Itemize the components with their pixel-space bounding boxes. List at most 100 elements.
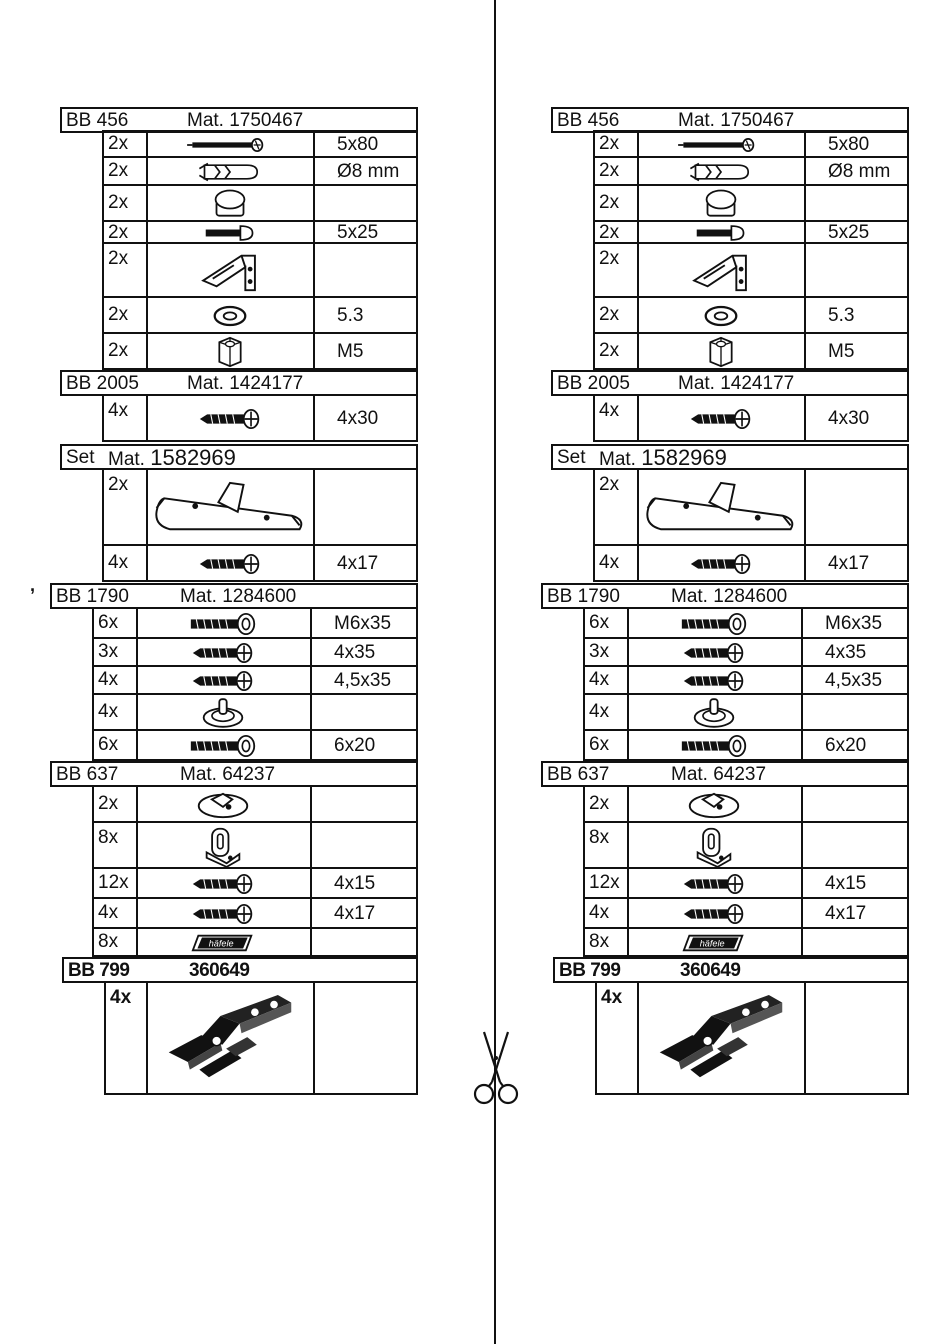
part-size: M5 <box>337 341 364 362</box>
label-cap-text: häfele <box>700 939 725 949</box>
column-divider <box>136 607 138 761</box>
right-section-table <box>595 981 909 1095</box>
row-divider <box>583 637 909 639</box>
column-divider <box>637 981 639 1095</box>
row-divider <box>102 220 418 222</box>
section-code: BB 799 <box>68 960 130 981</box>
part-quantity: 3x <box>589 641 610 662</box>
section-material-number: Mat. 64237 <box>180 764 276 785</box>
section-code: BB 2005 <box>557 373 630 394</box>
right-section-table <box>593 468 909 582</box>
part-size: 4,5x35 <box>334 670 392 691</box>
part-size: 5x25 <box>828 222 870 243</box>
row-divider <box>92 867 418 869</box>
part-quantity: 2x <box>108 192 129 213</box>
part-quantity: 2x <box>599 304 620 325</box>
column-divider <box>313 468 315 582</box>
row-divider <box>593 184 909 186</box>
row-divider <box>92 693 418 695</box>
part-quantity: 2x <box>599 222 620 243</box>
scissors-icon <box>473 1031 519 1105</box>
section-code: BB 1790 <box>56 586 129 607</box>
part-quantity: 4x <box>98 669 119 690</box>
part-quantity: 2x <box>599 340 620 361</box>
row-divider <box>92 729 418 731</box>
part-quantity: 8x <box>98 827 119 848</box>
part-quantity: 8x <box>589 827 610 848</box>
part-quantity: 4x <box>589 701 610 722</box>
section-code: BB 637 <box>547 764 610 785</box>
column-divider <box>801 607 803 761</box>
part-quantity: 2x <box>599 160 620 181</box>
label-cap-text: häfele <box>209 939 234 949</box>
row-divider <box>593 242 909 244</box>
part-quantity: 4x <box>110 987 132 1008</box>
section-material-number: 360649 <box>189 960 250 981</box>
part-quantity: 2x <box>108 474 129 495</box>
column-divider <box>637 468 639 582</box>
part-quantity: 2x <box>108 248 129 269</box>
row-divider <box>92 927 418 929</box>
part-size: Ø8 mm <box>828 161 891 182</box>
row-divider <box>583 897 909 899</box>
left-section-table <box>92 607 418 761</box>
section-code: BB 637 <box>56 764 119 785</box>
part-quantity: 4x <box>108 552 129 573</box>
part-size: 4x30 <box>828 408 870 429</box>
section-material-number: Mat. 1284600 <box>671 586 788 607</box>
column-divider <box>146 468 148 582</box>
section-code: Set <box>66 447 95 468</box>
row-divider <box>583 821 909 823</box>
column-divider <box>146 394 148 442</box>
row-divider <box>583 927 909 929</box>
part-quantity: 4x <box>601 987 623 1008</box>
part-size: 5x80 <box>337 134 379 155</box>
part-quantity: 6x <box>589 612 610 633</box>
row-divider <box>102 544 418 546</box>
column-divider <box>310 607 312 761</box>
part-size: 5.3 <box>828 305 855 326</box>
row-divider <box>593 156 909 158</box>
row-divider <box>583 867 909 869</box>
part-quantity: 4x <box>98 902 119 923</box>
cut-line <box>494 0 496 1344</box>
part-quantity: 2x <box>108 222 129 243</box>
column-divider <box>310 785 312 957</box>
row-divider <box>593 544 909 546</box>
column-divider <box>146 981 148 1095</box>
section-material-number: Mat. 1424177 <box>187 373 304 394</box>
part-quantity: 2x <box>108 340 129 361</box>
part-quantity: 8x <box>98 931 119 952</box>
section-code: BB 456 <box>557 110 620 131</box>
left-section-table <box>104 981 418 1095</box>
part-size: M5 <box>828 341 855 362</box>
row-divider <box>583 693 909 695</box>
right-section-table <box>593 130 909 370</box>
part-size: 4x15 <box>825 873 867 894</box>
left-section-table <box>102 468 418 582</box>
right-section-table <box>593 394 909 442</box>
column-divider <box>313 394 315 442</box>
section-code: BB 2005 <box>66 373 139 394</box>
column-divider <box>637 394 639 442</box>
part-size: 4x17 <box>825 903 867 924</box>
section-material-number: Mat. 1424177 <box>678 373 795 394</box>
left-section-table <box>92 785 418 957</box>
part-quantity: 12x <box>98 872 129 893</box>
section-material-number: Mat. 1284600 <box>180 586 297 607</box>
column-divider <box>637 130 639 370</box>
part-size: 5x25 <box>337 222 379 243</box>
row-divider <box>593 332 909 334</box>
left-section-table <box>102 130 418 370</box>
material-label: Mat. <box>599 449 642 470</box>
column-divider <box>136 785 138 957</box>
row-divider <box>102 332 418 334</box>
part-size: 4x35 <box>825 642 867 663</box>
part-quantity: 2x <box>599 248 620 269</box>
